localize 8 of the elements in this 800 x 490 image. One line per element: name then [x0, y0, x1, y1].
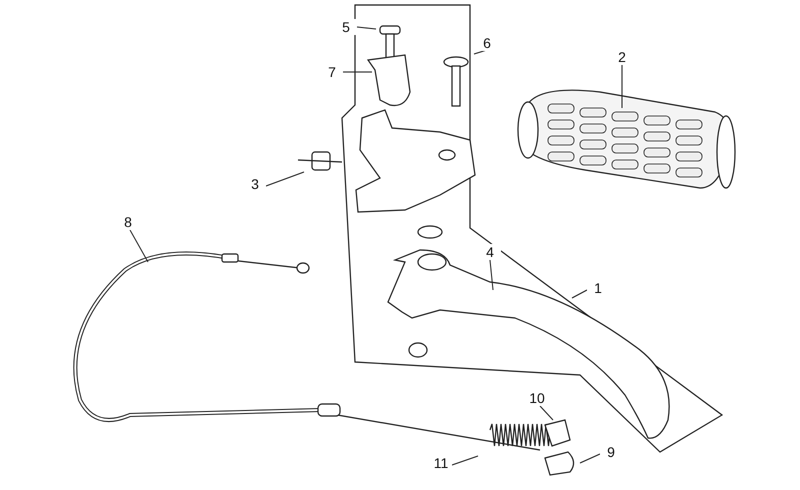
leader-line [452, 456, 478, 466]
leader-line [356, 26, 376, 30]
leader-line [540, 406, 554, 420]
leader-line [130, 230, 148, 262]
leader-line [490, 260, 494, 290]
leader-line [572, 290, 588, 298]
leader-line [580, 454, 600, 464]
leader-line [266, 172, 304, 186]
